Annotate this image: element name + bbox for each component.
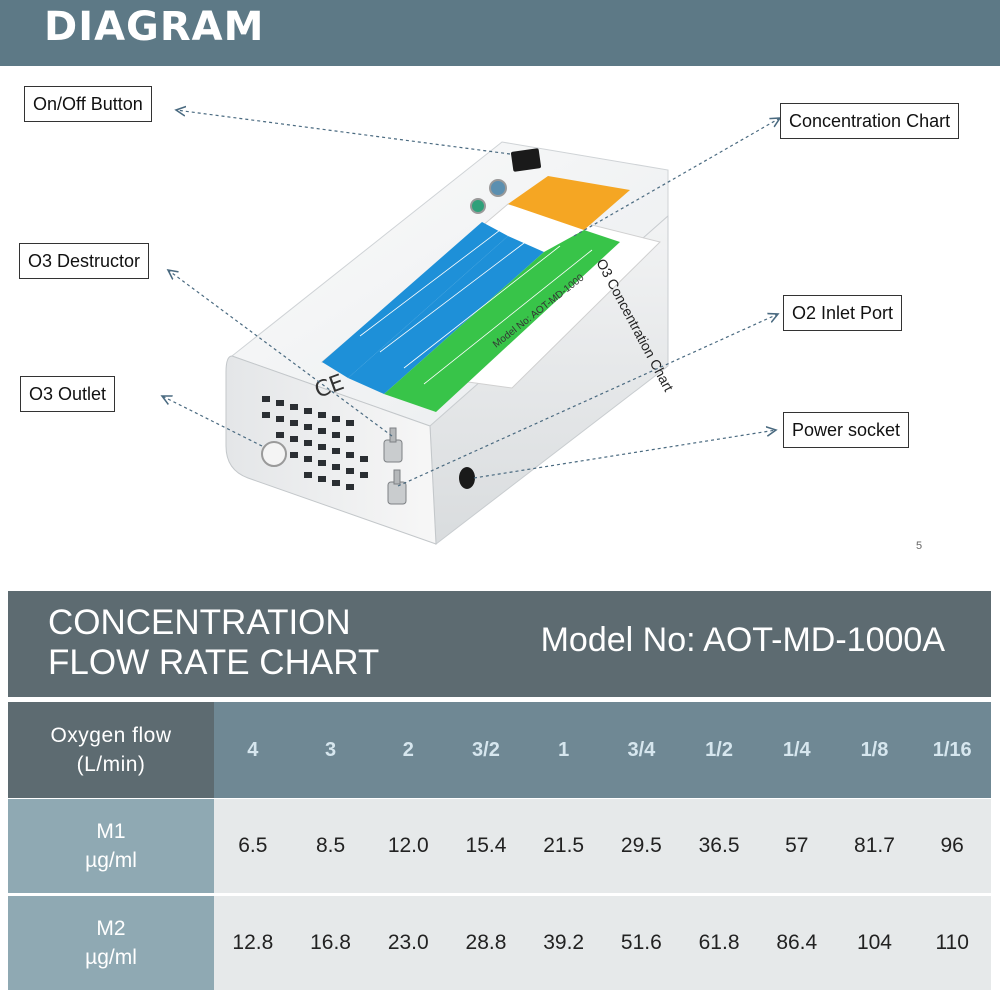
value-cell: 12.8	[232, 931, 274, 954]
chart-title-line2: FLOW RATE CHART	[48, 643, 380, 682]
chart-model-number: Model No: AOT-MD-1000A	[540, 621, 945, 659]
value-cell: 29.5	[620, 834, 662, 857]
table-row-m1: M1 µg/ml 6.5 8.5 12.0 15.4 21.5 29.5 36.…	[8, 799, 991, 893]
o2-inlet-nozzle	[387, 469, 407, 505]
row-label-m2-line1: M2	[96, 917, 126, 940]
value-cell: 6.5	[238, 834, 268, 857]
callout-on-off-button: On/Off Button	[24, 86, 152, 122]
value-cell: 51.6	[620, 931, 662, 954]
value-cell: 15.4	[465, 834, 507, 857]
power-socket-port	[459, 467, 475, 489]
flow-cell: 1/8	[860, 738, 889, 761]
callout-o2-inlet-port: O2 Inlet Port	[783, 295, 903, 331]
value-cell: 81.7	[854, 834, 895, 857]
flow-cell: 4	[247, 738, 259, 761]
concentration-sticker	[320, 176, 661, 412]
indicator-light-blue	[489, 179, 507, 197]
value-cell: 86.4	[776, 931, 818, 954]
flow-cell: 1/4	[782, 738, 811, 761]
indicator-light-green	[470, 198, 486, 214]
callout-o3-outlet: O3 Outlet	[20, 376, 116, 412]
value-cell: 36.5	[698, 834, 740, 857]
value-cell: 96	[940, 834, 964, 857]
device-diagram: O3 Concentration Chart Model No: AOT-MD-…	[0, 66, 1000, 590]
chart-header: CONCENTRATION FLOW RATE CHART Model No: …	[8, 591, 991, 697]
row-label-m1-line1: M1	[96, 820, 126, 843]
table-header-row: Oxygen flow (L/min) 4 3 2 3/2 1 3/4 1/2 …	[8, 702, 991, 798]
value-cell: 61.8	[698, 931, 740, 954]
value-cell: 23.0	[387, 931, 429, 954]
banner-title: DIAGRAM	[44, 4, 265, 50]
flow-cell: 3	[324, 738, 337, 761]
flow-cell: 1	[558, 738, 570, 761]
value-cell: 104	[856, 931, 892, 954]
callout-o3-destructor: O3 Destructor	[19, 243, 150, 279]
o3-outlet-knob	[261, 441, 287, 467]
flow-cell: 3/4	[627, 738, 656, 761]
on-off-switch	[511, 148, 541, 172]
value-cell: 8.5	[315, 834, 346, 857]
page-number: 5	[916, 540, 923, 552]
flow-cell: 3/2	[472, 738, 500, 761]
value-cell: 28.8	[465, 931, 507, 954]
value-cell: 16.8	[310, 931, 351, 954]
value-cell: 110	[935, 931, 969, 954]
callout-leaders	[162, 110, 780, 487]
flow-cell: 1/2	[705, 738, 733, 761]
cooling-vents	[262, 396, 368, 490]
value-cell: 39.2	[543, 931, 585, 954]
oxygen-flow-label-line1: Oxygen flow	[50, 724, 172, 747]
oxygen-flow-label-line2: (L/min)	[76, 753, 146, 776]
row-label-m1-line2: µg/ml	[85, 849, 137, 872]
row-label-m1: M1 µg/ml	[8, 799, 214, 893]
ozone-generator-illustration: O3 Concentration Chart Model No: AOT-MD-…	[0, 66, 1000, 545]
oxygen-flow-label: Oxygen flow (L/min)	[8, 702, 214, 798]
value-cell: 12.0	[387, 834, 429, 857]
value-cell: 57	[785, 834, 809, 857]
callout-power-socket: Power socket	[783, 412, 910, 448]
diagram-banner: DIAGRAM	[0, 0, 1000, 66]
row-label-m2: M2 µg/ml	[8, 896, 214, 990]
chart-title: CONCENTRATION FLOW RATE CHART	[48, 603, 379, 683]
flow-cell: 1/16	[932, 738, 972, 761]
row-label-m2-line2: µg/ml	[85, 946, 137, 969]
chart-title-line1: CONCENTRATION	[48, 603, 351, 642]
value-cell: 21.5	[543, 834, 585, 857]
flow-cell: 2	[402, 738, 414, 761]
callout-concentration-chart: Concentration Chart	[780, 103, 960, 139]
table-row-m2: M2 µg/ml 12.8 16.8 23.0 28.8 39.2 51.6 6…	[8, 896, 991, 990]
o3-destructor-nozzle	[383, 427, 403, 463]
